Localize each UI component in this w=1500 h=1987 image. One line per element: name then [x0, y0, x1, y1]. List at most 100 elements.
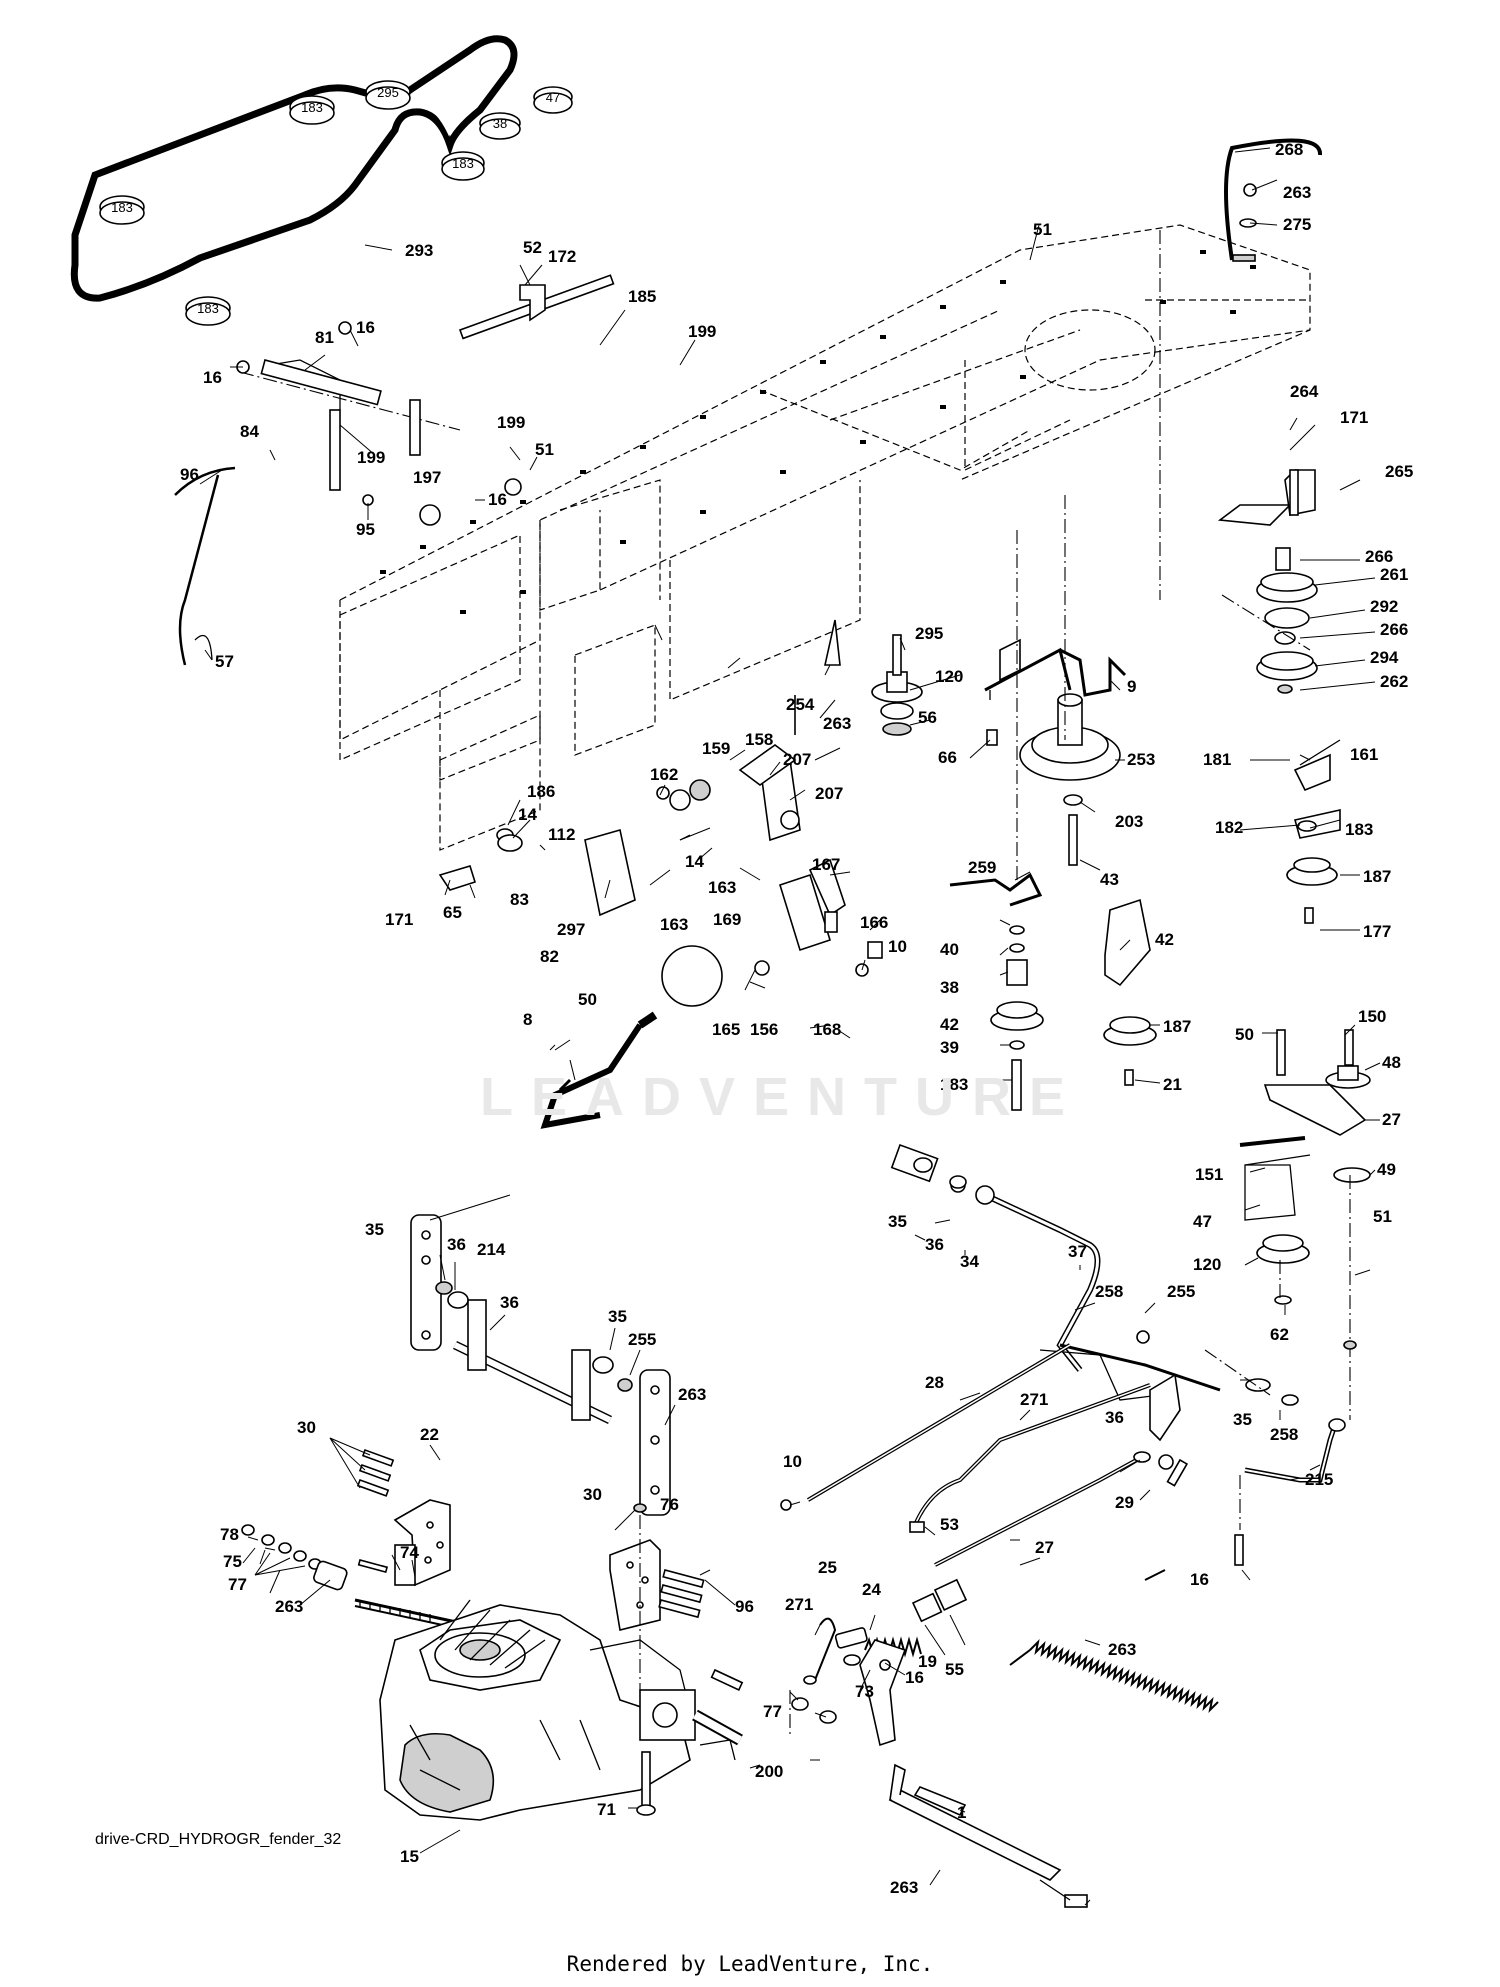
rear-brackets — [339, 534, 656, 851]
callout-56: 66 — [938, 748, 957, 767]
belt-label: 183 — [111, 200, 133, 215]
callout-207: 162 — [650, 765, 678, 784]
callout-65: 203 — [1115, 812, 1143, 831]
callout-207: 186 — [527, 782, 555, 801]
callout-16: 77 — [763, 1702, 782, 1721]
callout-10: 8 — [523, 1010, 532, 1029]
pedal-shaft — [410, 1157, 967, 1516]
belt-pulley-183-right: 183 — [441, 151, 485, 181]
callout-78: 75 — [223, 1552, 242, 1571]
callout-268: 268 — [1275, 140, 1303, 159]
callout-84: 199 — [357, 448, 385, 467]
callout-199: 199 — [688, 322, 716, 341]
belt-pulley-183-top: 183 — [289, 95, 335, 125]
callout-163: 83 — [510, 890, 529, 909]
callout-96: 57 — [215, 652, 234, 671]
callout-263: 73 — [855, 1682, 874, 1701]
callout-197: 16 — [488, 490, 507, 509]
callout-14: 163 — [708, 878, 736, 897]
frame-holes — [380, 250, 1256, 614]
callout-181: 161 — [1350, 745, 1378, 764]
callout-35: 258 — [1270, 1425, 1298, 1444]
belt-label: 183 — [197, 301, 219, 316]
belt-pulley-295: 295 — [365, 80, 411, 110]
callout-112: 14 — [685, 852, 704, 871]
extension-spring — [1009, 1569, 1219, 1714]
belt-label: 295 — [377, 85, 399, 100]
callout-21: 82 — [540, 947, 559, 966]
callout-263: 30 — [297, 1418, 316, 1437]
callout-264: 171 — [1340, 408, 1368, 427]
callout-51: 51 — [1373, 1207, 1392, 1226]
callout-10: 29 — [1115, 1493, 1134, 1512]
callout-165: 156 — [750, 1020, 778, 1039]
callout-169: 171 — [385, 910, 413, 929]
callout-73: 16 — [905, 1668, 924, 1687]
callout-47: 120 — [1193, 1255, 1221, 1274]
callout-81: 81 — [315, 328, 334, 347]
idler-stack-right — [1159, 138, 1341, 924]
callout-40: 38 — [940, 978, 959, 997]
callout-294: 262 — [1380, 672, 1408, 691]
callout-51: 51 — [1033, 220, 1052, 239]
callout-168: 166 — [860, 913, 888, 932]
callout-43: 182 — [1215, 818, 1243, 837]
callout-259: 42 — [1155, 930, 1174, 949]
drive-belt: 295 183 47 38 183 183 — [70, 35, 573, 326]
callout-16: 16 — [203, 368, 222, 387]
callout-50: 50 — [1235, 1025, 1254, 1044]
callout-66: 9 — [1127, 677, 1136, 696]
callout-177: 259 — [968, 858, 996, 877]
callout-76: 78 — [220, 1525, 239, 1544]
callout-185: 185 — [628, 287, 656, 306]
callout-158: 207 — [783, 750, 811, 769]
callout-120: 56 — [918, 708, 937, 727]
watermark: LEADVENTURE — [480, 1067, 1084, 1127]
callouts: 268 263 275 51 52 172 185 199 81 16 16 1… — [180, 140, 1413, 1897]
callout-35: 36 — [925, 1235, 944, 1254]
belt-label: 47 — [546, 90, 560, 105]
callout-297: 163 — [660, 915, 688, 934]
callout-200: 1 — [957, 1803, 966, 1822]
callout-27: 16 — [1190, 1570, 1209, 1589]
callout-27: 151 — [1195, 1165, 1223, 1184]
belt-label: 183 — [301, 100, 323, 115]
callout-95: 96 — [180, 465, 199, 484]
callout-183: 187 — [1363, 867, 1391, 886]
callout-166: 10 — [888, 937, 907, 956]
callout-42: 39 — [940, 1038, 959, 1057]
callout-35: 36 — [447, 1235, 466, 1254]
callout-30: 22 — [420, 1425, 439, 1444]
callout-171: 65 — [443, 903, 462, 922]
callout-199: 197 — [413, 468, 441, 487]
callout-258: 10 — [783, 1452, 802, 1471]
callout-30: 76 — [660, 1495, 679, 1514]
lower-right-bracket — [1239, 1029, 1371, 1420]
callout-34: 37 — [1068, 1242, 1087, 1261]
callout-292: 266 — [1380, 620, 1408, 639]
callout-271: 36 — [1105, 1408, 1124, 1427]
callout-57: 293 — [405, 241, 433, 260]
callout-186: 14 — [518, 805, 537, 824]
callout-263: 96 — [735, 1597, 754, 1616]
callout-263: 263 — [1283, 183, 1311, 202]
callout-25: 24 — [862, 1580, 881, 1599]
tractor-frame — [339, 224, 1311, 781]
callout-266: 261 — [1380, 565, 1408, 584]
callout-261: 292 — [1370, 597, 1398, 616]
center-idler — [949, 872, 1157, 1111]
callout-29: 53 — [940, 1515, 959, 1534]
callout-50: 150 — [1358, 1007, 1386, 1026]
engine-pulley-stack — [871, 495, 1127, 885]
callout-37: 258 — [1095, 1282, 1123, 1301]
callout-9: 253 — [1127, 750, 1155, 769]
callout-163: 169 — [713, 910, 741, 929]
callout-36: 35 — [1233, 1410, 1252, 1429]
callout-271: 25 — [818, 1558, 837, 1577]
callout-120: 62 — [1270, 1325, 1289, 1344]
callout-150: 48 — [1382, 1053, 1401, 1072]
callout-22: 28 — [925, 1373, 944, 1392]
callout-187: 21 — [1163, 1075, 1182, 1094]
callout-156: 168 — [813, 1020, 841, 1039]
callout-172: 172 — [548, 247, 576, 266]
